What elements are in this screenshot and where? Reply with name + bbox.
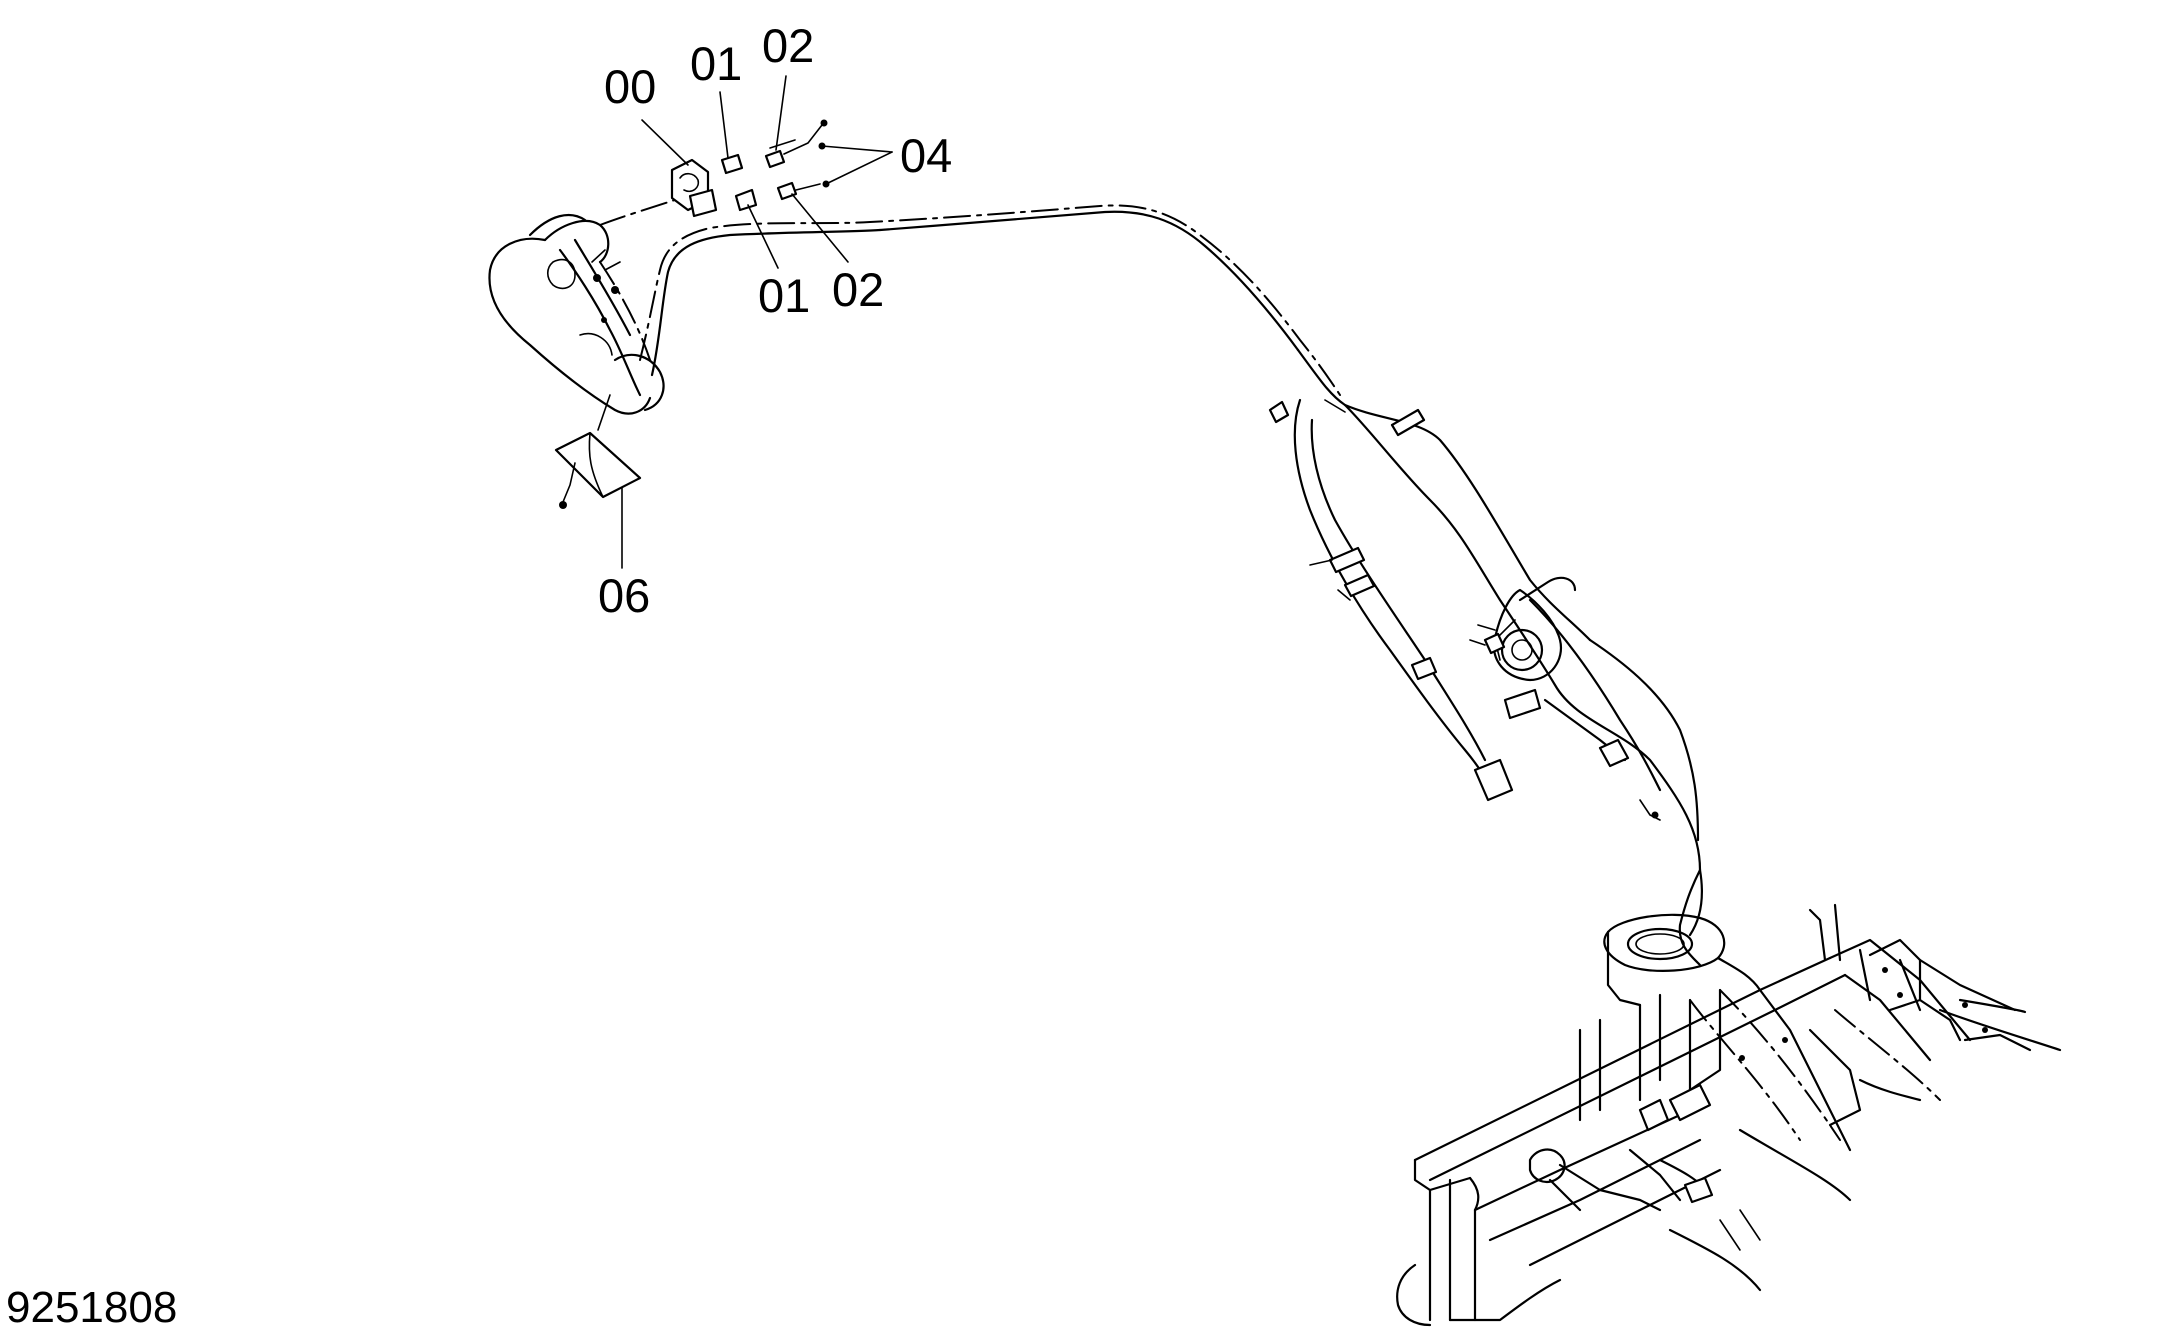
callout-01-top: 01: [690, 37, 742, 90]
leader-02-top: [775, 75, 787, 151]
callout-06: 06: [598, 569, 650, 622]
callout-04: 04: [900, 129, 952, 182]
leader-04-a: [821, 145, 893, 153]
document-id: 9251808: [6, 1283, 177, 1330]
upper-frame: [1396, 903, 2062, 1327]
bolt-parts-04: [769, 119, 830, 191]
bucket-attachment: [488, 189, 701, 415]
boom-component: [1469, 576, 1662, 821]
leader-01-top: [719, 91, 729, 159]
callout-02-bottom: 02: [832, 263, 884, 316]
bracket-part-06: [554, 394, 642, 509]
leader-lines: [621, 75, 893, 569]
leader-04-b: [825, 151, 893, 185]
leader-00: [641, 119, 689, 166]
leader-02-bottom: [791, 193, 849, 263]
leader-01-bottom: [747, 204, 779, 269]
plate-parts-02: [764, 149, 798, 201]
arm-harness-branch: [1268, 398, 1514, 802]
callout-01-bottom: 01: [758, 269, 810, 322]
callout-02-top: 02: [762, 19, 814, 72]
clamp-part-00: [670, 158, 718, 218]
harness-cable: [639, 204, 1704, 967]
callout-00: 00: [604, 60, 656, 113]
spacer-parts-01: [720, 153, 758, 212]
